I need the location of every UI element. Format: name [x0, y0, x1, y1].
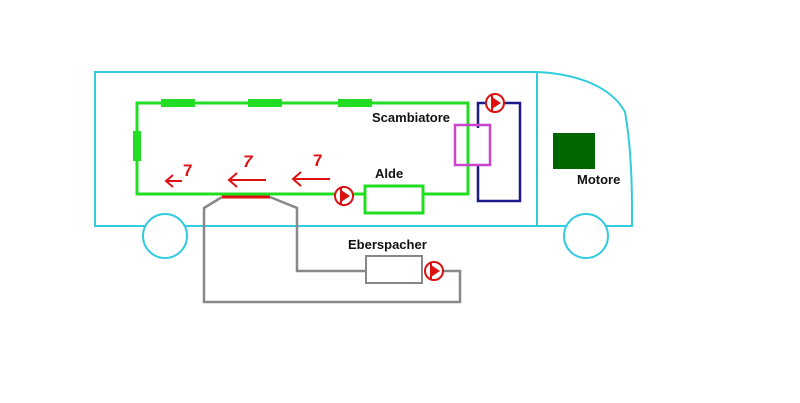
- green-heating-loop: [133, 99, 470, 215]
- engine-loop-outline: [476, 101, 522, 203]
- pump-icon: [485, 93, 505, 113]
- flow-arrow-icon: [227, 172, 266, 188]
- label-alde: Alde: [375, 166, 403, 181]
- radiator-segment: [338, 99, 372, 107]
- flow-arrow-icon: [164, 174, 182, 188]
- label-eberspacher: Eberspacher: [348, 237, 427, 252]
- eberspacher-heater: [365, 255, 423, 284]
- flow-arrow-icon: [291, 171, 330, 187]
- alde-boiler: [363, 184, 425, 215]
- label-scambiatore: Scambiatore: [372, 110, 450, 125]
- heat-exchanger: [453, 123, 492, 167]
- front-wheel: [563, 213, 609, 259]
- radiator-segment: [161, 99, 195, 107]
- radiator-segment-vertical: [133, 131, 141, 161]
- eberspacher-circuit: [202, 195, 462, 304]
- pump-icon: [334, 186, 354, 206]
- vehicle-outline: [94, 71, 633, 227]
- flow-marker: 7: [313, 151, 322, 170]
- flow-marker: 7: [183, 161, 192, 180]
- engine-block: [553, 133, 595, 169]
- eberspacher-inner-pipe: [269, 195, 366, 273]
- flow-marker: 7: [243, 152, 254, 171]
- eberspacher-outer-pipe: [202, 195, 462, 304]
- rear-wheel: [142, 213, 188, 259]
- radiator-segment: [248, 99, 282, 107]
- engine-coolant-loop: [476, 101, 595, 203]
- vehicle-body: [94, 71, 633, 259]
- label-motore: Motore: [577, 172, 620, 187]
- pump-icon: [424, 261, 444, 281]
